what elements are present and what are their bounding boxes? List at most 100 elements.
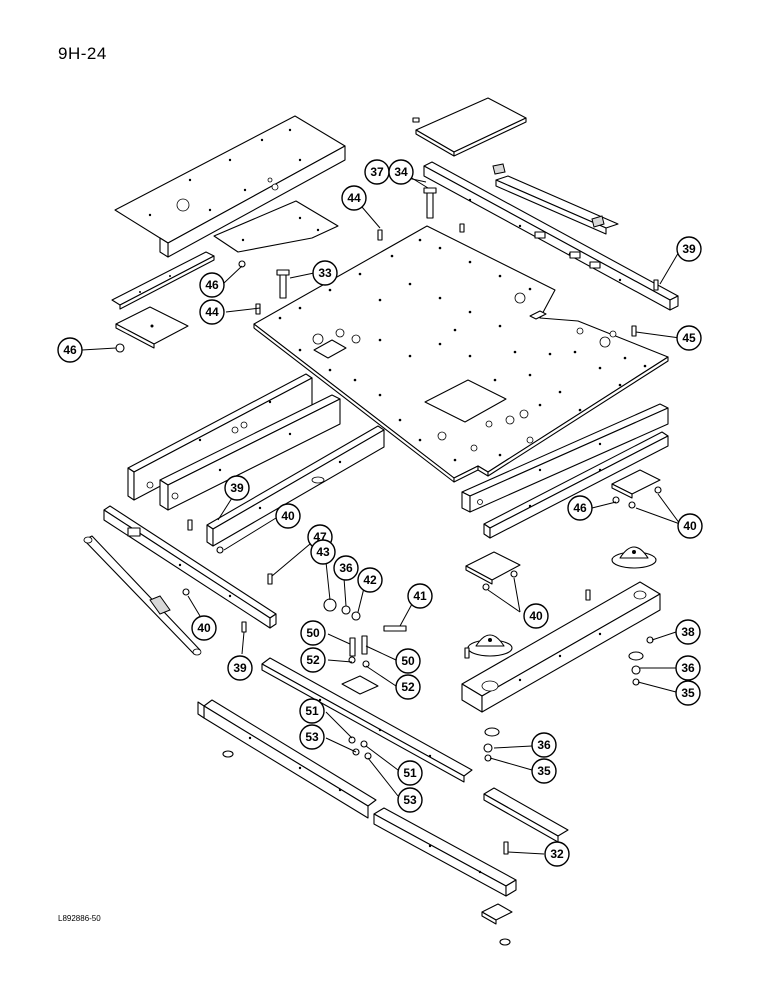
svg-text:46: 46 xyxy=(205,278,219,292)
leader-lines xyxy=(81,171,681,855)
upper-right-cover-plate xyxy=(415,97,527,157)
svg-text:46: 46 xyxy=(63,343,77,357)
rubber-strip xyxy=(492,163,619,235)
main-lower-frame-member xyxy=(461,581,661,713)
callout-46: 46 xyxy=(57,337,83,363)
svg-text:36: 36 xyxy=(681,661,695,675)
center-mount-plate xyxy=(465,551,521,585)
callout-50: 50 xyxy=(300,620,326,646)
svg-text:46: 46 xyxy=(573,501,587,515)
callout-45: 45 xyxy=(676,325,702,351)
svg-text:40: 40 xyxy=(197,621,211,635)
callout-33: 33 xyxy=(312,260,338,286)
callout-32: 32 xyxy=(544,841,570,867)
callout-46: 46 xyxy=(199,272,225,298)
callout-35: 35 xyxy=(531,758,557,784)
svg-text:44: 44 xyxy=(347,191,361,205)
callout-42: 42 xyxy=(357,567,383,593)
callout-40: 40 xyxy=(191,615,217,641)
svg-text:32: 32 xyxy=(550,847,564,861)
svg-text:50: 50 xyxy=(401,654,415,668)
svg-text:35: 35 xyxy=(681,686,695,700)
callout-50: 50 xyxy=(395,648,421,674)
svg-text:40: 40 xyxy=(683,519,697,533)
left-side-rail-3 xyxy=(206,425,385,547)
callout-44: 44 xyxy=(341,185,367,211)
svg-text:39: 39 xyxy=(233,661,247,675)
svg-text:38: 38 xyxy=(681,625,695,639)
callout-46: 46 xyxy=(567,495,593,521)
callout-40: 40 xyxy=(677,513,703,539)
callout-51: 51 xyxy=(397,760,423,786)
callout-40: 40 xyxy=(523,603,549,629)
svg-text:52: 52 xyxy=(306,653,320,667)
left-strip xyxy=(111,251,215,310)
svg-text:43: 43 xyxy=(316,545,330,559)
svg-text:39: 39 xyxy=(682,242,696,256)
callout-39: 39 xyxy=(676,236,702,262)
callout-35: 35 xyxy=(675,680,701,706)
upper-right-rail xyxy=(423,161,679,311)
callout-36: 36 xyxy=(531,732,557,758)
svg-text:33: 33 xyxy=(318,266,332,280)
callout-34: 34 xyxy=(388,159,414,185)
loose-nut xyxy=(222,750,234,758)
callout-40: 40 xyxy=(275,503,301,529)
callout-39: 39 xyxy=(227,655,253,681)
svg-text:41: 41 xyxy=(413,589,427,603)
svg-text:40: 40 xyxy=(281,509,295,523)
callout-44: 44 xyxy=(199,299,225,325)
gusset-plate xyxy=(213,200,339,253)
callout-36: 36 xyxy=(333,555,359,581)
callout-52: 52 xyxy=(300,647,326,673)
main-floor-plate xyxy=(253,225,669,483)
svg-text:37: 37 xyxy=(370,165,384,179)
callout-38: 38 xyxy=(675,619,701,645)
rubber-isolator-left xyxy=(467,634,513,657)
callout-51: 51 xyxy=(299,698,325,724)
svg-text:44: 44 xyxy=(205,305,219,319)
bottom-nut xyxy=(499,938,511,946)
svg-text:45: 45 xyxy=(682,331,696,345)
callout-52: 52 xyxy=(395,674,421,700)
svg-text:34: 34 xyxy=(394,165,408,179)
callout-39: 39 xyxy=(224,475,250,501)
right-mount-pad xyxy=(611,469,661,499)
svg-text:40: 40 xyxy=(529,609,543,623)
upper-left-channel-panel xyxy=(114,115,346,258)
left-side-rail-2 xyxy=(159,394,341,511)
svg-text:51: 51 xyxy=(403,766,417,780)
svg-text:35: 35 xyxy=(537,764,551,778)
svg-text:53: 53 xyxy=(403,793,417,807)
callout-36: 36 xyxy=(675,655,701,681)
page-code: 9H-24 xyxy=(58,44,107,63)
callout-43: 43 xyxy=(310,539,336,565)
callout-41: 41 xyxy=(407,583,433,609)
svg-text:53: 53 xyxy=(305,730,319,744)
hardware xyxy=(115,187,662,855)
svg-text:42: 42 xyxy=(363,573,377,587)
svg-text:36: 36 xyxy=(339,561,353,575)
svg-text:39: 39 xyxy=(230,481,244,495)
callout-53: 53 xyxy=(397,787,423,813)
lower-left-cross-member xyxy=(103,505,277,629)
svg-text:51: 51 xyxy=(305,704,319,718)
callout-37: 37 xyxy=(364,159,390,185)
callout-53: 53 xyxy=(299,724,325,750)
bottom-pad xyxy=(481,903,513,925)
svg-text:50: 50 xyxy=(306,626,320,640)
svg-text:52: 52 xyxy=(401,680,415,694)
lower-center-channel xyxy=(261,657,473,783)
left-square-plate xyxy=(115,306,189,349)
lower-left-channel xyxy=(197,699,377,819)
bottom-channel xyxy=(373,807,517,897)
small-plate-52 xyxy=(341,675,379,695)
svg-text:36: 36 xyxy=(537,738,551,752)
right-middle-rail-1 xyxy=(461,403,669,513)
diagonal-strut xyxy=(83,535,202,656)
lower-right-angle xyxy=(483,787,569,843)
right-middle-rail-2 xyxy=(483,431,669,539)
rubber-isolator-right xyxy=(611,546,657,569)
reference-code: L892886-50 xyxy=(58,914,101,923)
